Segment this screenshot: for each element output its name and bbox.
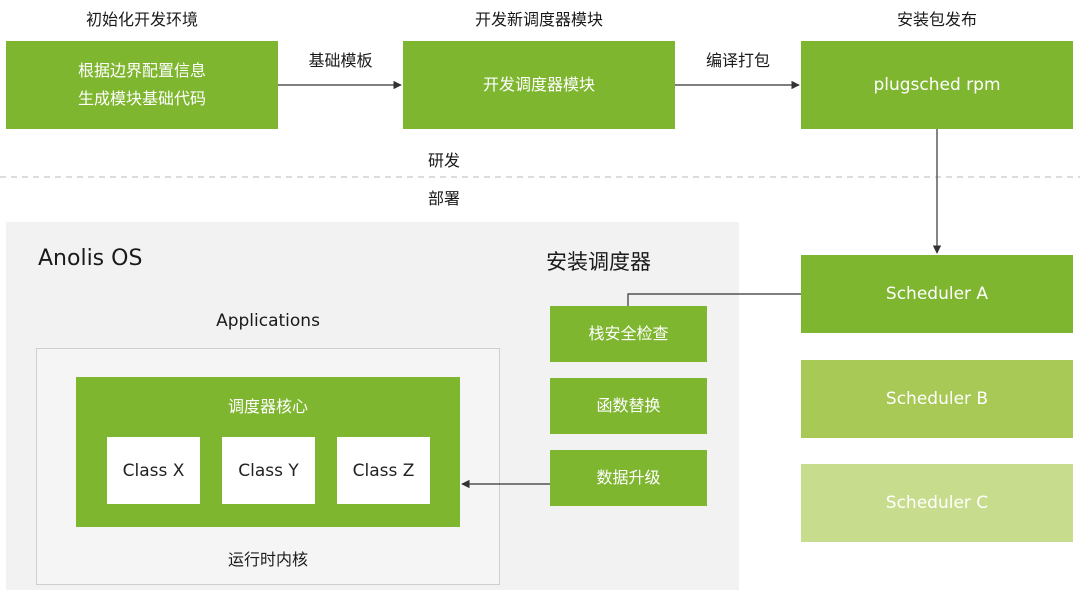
class-x-box: Class X — [107, 437, 200, 504]
scheduler-a-box: Scheduler A — [801, 255, 1073, 333]
generate-code-line1: 根据边界配置信息 — [77, 61, 206, 80]
install-scheduler-title: 安装调度器 — [546, 250, 651, 274]
stack-check-step: 栈安全检查 — [550, 306, 707, 362]
scheduler-c-box: Scheduler C — [801, 464, 1073, 542]
class-z-box: Class Z — [337, 437, 430, 504]
stack-check-label: 栈安全检查 — [588, 324, 669, 343]
data-upgrade-label: 数据升级 — [596, 468, 661, 487]
scheduler-b-label: Scheduler B — [885, 389, 989, 409]
generate-code-line2: 生成模块基础代码 — [77, 89, 206, 108]
runtime-kernel-label: 运行时内核 — [227, 550, 308, 569]
scheduler-a-label: Scheduler A — [885, 284, 989, 304]
applications-label: Applications — [216, 311, 320, 331]
develop-module-box: 开发调度器模块 — [403, 41, 675, 129]
develop-module-label: 开发调度器模块 — [482, 75, 595, 94]
stage3-title: 安装包发布 — [896, 10, 977, 29]
rpm-package-box: plugsched rpm — [801, 41, 1073, 129]
scheduler-b-box: Scheduler B — [801, 360, 1073, 438]
function-replace-step: 函数替换 — [550, 378, 707, 434]
data-upgrade-step: 数据升级 — [550, 450, 707, 506]
rd-label: 研发 — [428, 151, 461, 170]
template-arrow-label: 基础模板 — [308, 51, 373, 70]
compile-arrow-label: 编译打包 — [705, 51, 770, 70]
generate-code-box: 根据边界配置信息 生成模块基础代码 — [6, 41, 278, 129]
scheduler-core-title: 调度器核心 — [227, 397, 308, 416]
scheduler-c-label: Scheduler C — [885, 493, 989, 513]
function-replace-label: 函数替换 — [596, 396, 661, 415]
os-title: Anolis OS — [38, 246, 143, 271]
stage2-title: 开发新调度器模块 — [474, 10, 603, 29]
rpm-package-label: plugsched rpm — [873, 75, 1001, 95]
deploy-label: 部署 — [428, 189, 461, 208]
stage1-title: 初始化开发环境 — [85, 10, 198, 29]
class-y-box: Class Y — [222, 437, 315, 504]
